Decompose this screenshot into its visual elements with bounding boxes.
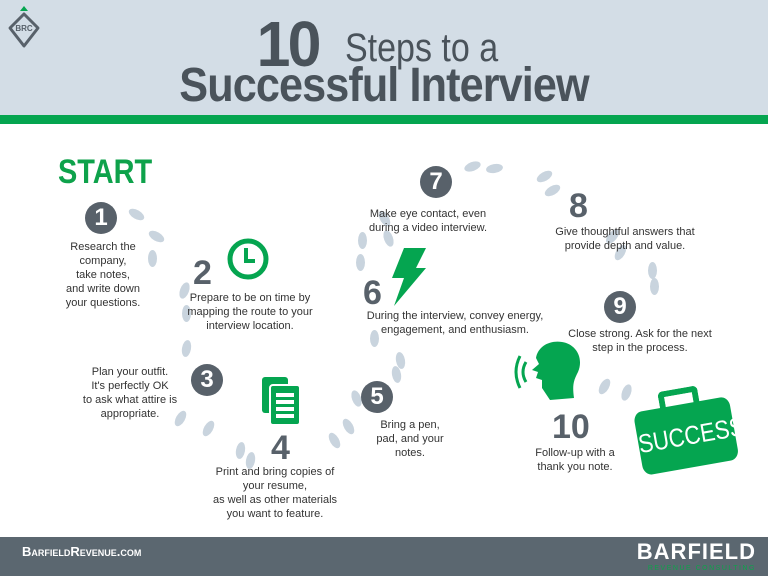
footprint-icon (648, 262, 657, 279)
step-8-number: 8 (569, 187, 588, 225)
footprint-icon (358, 232, 367, 249)
speaking-head-icon (514, 341, 581, 400)
footprint-icon (596, 376, 613, 397)
footprint-icon (485, 162, 504, 175)
step-6-text: During the interview, convey energy,enga… (366, 310, 544, 336)
title-line2: Successful Interview (179, 59, 589, 112)
lightning-bolt-icon (392, 248, 426, 306)
step-9-number: 9 (604, 291, 636, 323)
footprint-icon (340, 416, 357, 437)
website-link[interactable]: BarfieldRevenue.com (22, 544, 142, 559)
footprint-icon (542, 182, 563, 199)
footer: BarfieldRevenue.com BARFIELD REVENUE CON… (0, 537, 768, 576)
step-6-number: 6 (363, 274, 382, 312)
title-line1: Steps to a (345, 26, 499, 70)
success-briefcase-icon: SUCCESS! (622, 379, 752, 480)
footprint-icon (148, 250, 157, 267)
logo-text: BRC (15, 24, 33, 33)
step-7-number: 7 (420, 166, 452, 198)
title-number: 10 (256, 8, 322, 80)
footprint-icon (126, 206, 147, 223)
brand-name: BARFIELD (636, 539, 756, 564)
footprint-icon (234, 441, 247, 460)
footprint-icon (182, 305, 191, 322)
footprint-icon (462, 159, 483, 174)
footprint-icon (200, 418, 217, 439)
footprint-icon (650, 278, 659, 295)
start-label: START (58, 153, 153, 191)
step-1-number: 1 (85, 202, 117, 234)
step-3-number: 3 (191, 364, 223, 396)
footprint-icon (180, 339, 193, 358)
footprint-icon (356, 254, 365, 271)
header-divider (0, 115, 768, 124)
header: BRC 10 Steps to a Successful Interview (0, 0, 768, 115)
clock-icon (227, 238, 269, 280)
footprint-icon (534, 168, 555, 185)
brc-logo: BRC (8, 6, 40, 48)
footprint-icon (146, 228, 167, 245)
barfield-logo: BARFIELD REVENUE CONSULTING (636, 539, 756, 573)
step-4-number: 4 (271, 429, 290, 467)
footprint-icon (326, 430, 343, 451)
step-2-number: 2 (193, 254, 212, 292)
footprint-icon (370, 330, 379, 347)
step-10-number: 10 (552, 408, 590, 446)
brand-sub: REVENUE CONSULTING (647, 565, 756, 572)
briefcase-label: SUCCESS! (632, 395, 752, 476)
step-5-number: 5 (361, 381, 393, 413)
documents-icon (262, 377, 301, 426)
